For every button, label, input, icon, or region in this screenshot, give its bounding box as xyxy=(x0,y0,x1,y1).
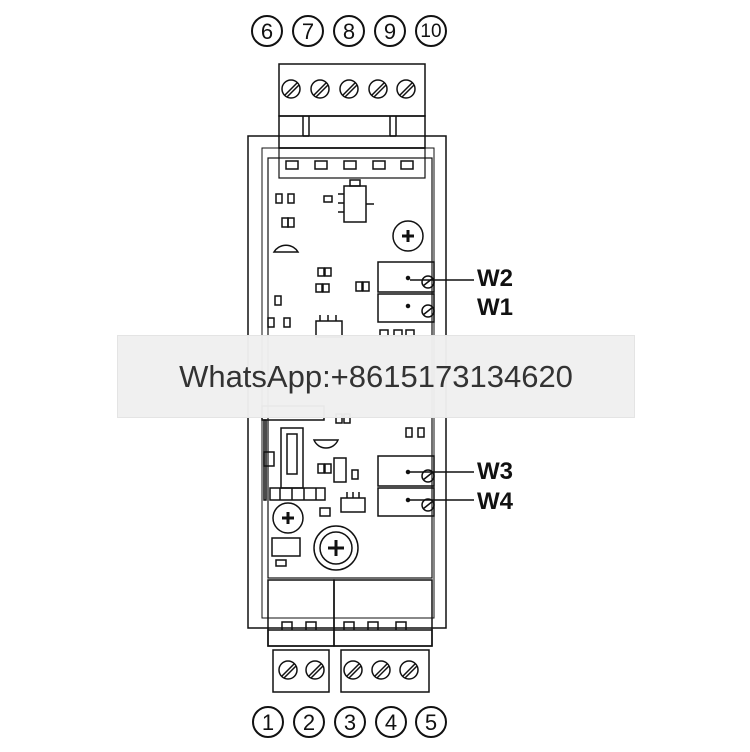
terminal-number-5: 5 xyxy=(415,706,447,738)
bottom-connector-left xyxy=(267,579,335,647)
watermark-text: WhatsApp:+8615173134620 xyxy=(179,358,573,394)
terminal-number-8: 8 xyxy=(333,15,365,47)
label-w3: W3 xyxy=(477,458,513,485)
top-screw-6 xyxy=(281,79,301,99)
bottom-connector-right xyxy=(333,579,433,647)
terminal-number-2: 2 xyxy=(293,706,325,738)
rotary-switch xyxy=(313,525,359,571)
terminal-number-3: 3 xyxy=(334,706,366,738)
terminal-number-10: 10 xyxy=(415,15,447,47)
terminal-number-1: 1 xyxy=(252,706,284,738)
top-screw-7 xyxy=(310,79,330,99)
terminal-number-7: 7 xyxy=(292,15,324,47)
bottom-screw-2 xyxy=(305,660,325,680)
bottom-screw-4 xyxy=(371,660,391,680)
bottom-adjust-screw xyxy=(272,502,304,534)
terminal-number-9: 9 xyxy=(374,15,406,47)
terminal-number-4: 4 xyxy=(375,706,407,738)
potentiometer-w4 xyxy=(377,487,435,517)
bottom-screw-5 xyxy=(399,660,419,680)
potentiometer-w3 xyxy=(377,455,435,487)
potentiometer-w2 xyxy=(377,261,435,293)
top-connector-base xyxy=(278,115,426,149)
label-w2: W2 xyxy=(477,265,513,292)
top-screw-8 xyxy=(339,79,359,99)
regulator-chip xyxy=(343,185,367,223)
potentiometer-w1 xyxy=(377,293,435,323)
bottom-terminal-block-left xyxy=(272,649,330,693)
bottom-screw-1 xyxy=(278,660,298,680)
bottom-terminal-block-right xyxy=(340,649,430,693)
terminal-number-6: 6 xyxy=(251,15,283,47)
top-screw-9 xyxy=(368,79,388,99)
label-w1: W1 xyxy=(477,294,513,321)
transistor xyxy=(272,244,300,253)
top-adjust-screw xyxy=(392,220,424,252)
label-w4: W4 xyxy=(477,488,513,515)
bottom-screw-3 xyxy=(343,660,363,680)
watermark-banner: WhatsApp:+8615173134620 xyxy=(117,335,635,418)
top-screw-10 xyxy=(396,79,416,99)
